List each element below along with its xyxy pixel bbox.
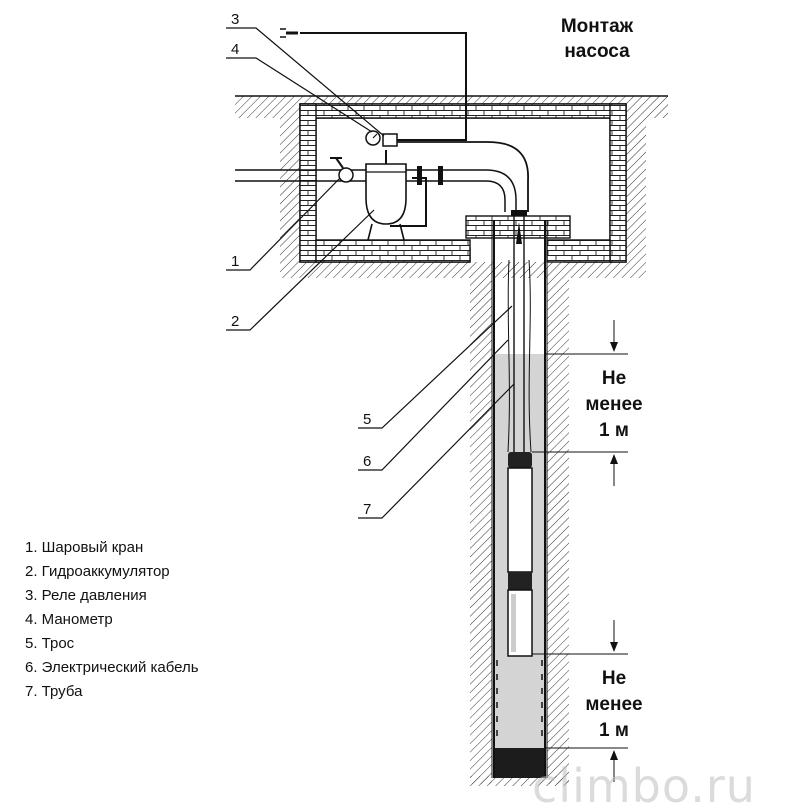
lower-dim-line-2: менее xyxy=(585,694,642,715)
callout-numbers: 3 4 1 2 5 6 7 xyxy=(231,11,371,518)
watermark: climbo.ru xyxy=(532,759,756,810)
callout-3: 3 xyxy=(231,11,239,28)
lower-dim-line-3: 1 м xyxy=(599,720,629,741)
pump-assembly xyxy=(507,210,533,657)
upper-dim-line-3: 1 м xyxy=(599,420,629,441)
legend-item-6: 6. Электрический кабель xyxy=(25,659,199,676)
upper-dim-line-2: менее xyxy=(585,394,642,415)
lower-dim-line-1: Не xyxy=(602,668,626,689)
legend: 1. Шаровый кран 2. Гидроаккумулятор 3. Р… xyxy=(25,539,199,700)
dimension-upper: Не менее 1 м xyxy=(532,320,643,486)
legend-item-7: 7. Труба xyxy=(25,683,83,700)
upper-dim-line-1: Не xyxy=(602,368,626,389)
callout-1: 1 xyxy=(231,253,239,270)
surface-piping xyxy=(235,28,529,241)
callout-7: 7 xyxy=(363,501,371,518)
callout-4: 4 xyxy=(231,41,239,58)
title-line-1: Монтаж xyxy=(561,16,634,37)
legend-item-2: 2. Гидроаккумулятор xyxy=(25,563,170,580)
legend-item-3: 3. Реле давления xyxy=(25,587,147,604)
diagram-title: Монтаж насоса xyxy=(561,16,634,62)
callout-leaders xyxy=(226,27,515,519)
callout-2: 2 xyxy=(231,313,239,330)
dimension-lower: Не менее 1 м xyxy=(532,620,643,782)
legend-item-1: 1. Шаровый кран xyxy=(25,539,143,556)
legend-item-5: 5. Трос xyxy=(25,635,75,652)
legend-item-4: 4. Манометр xyxy=(25,611,113,628)
callout-6: 6 xyxy=(363,453,371,470)
brick-pit xyxy=(299,103,627,263)
title-line-2: насоса xyxy=(564,41,630,62)
callout-5: 5 xyxy=(363,411,371,428)
